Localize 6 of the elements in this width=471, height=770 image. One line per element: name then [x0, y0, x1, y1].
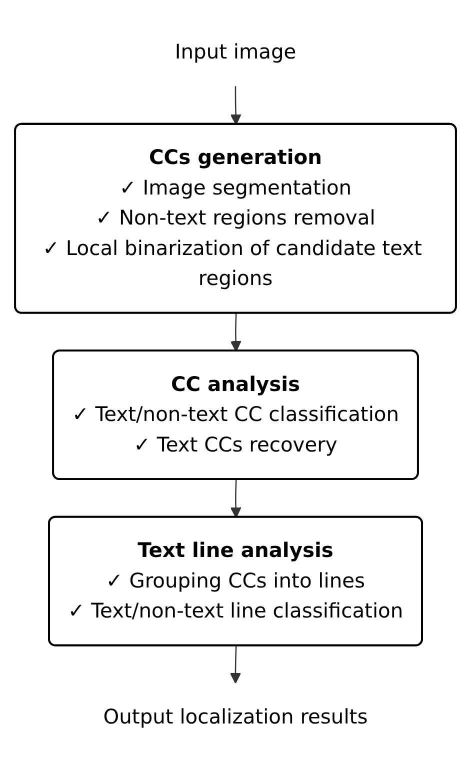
arrow [230, 646, 242, 684]
arrow [230, 86, 242, 126]
arrow [230, 314, 242, 352]
node-text: Output localization results [103, 704, 368, 729]
node-text: Input image [174, 40, 296, 64]
arrow [230, 480, 242, 518]
